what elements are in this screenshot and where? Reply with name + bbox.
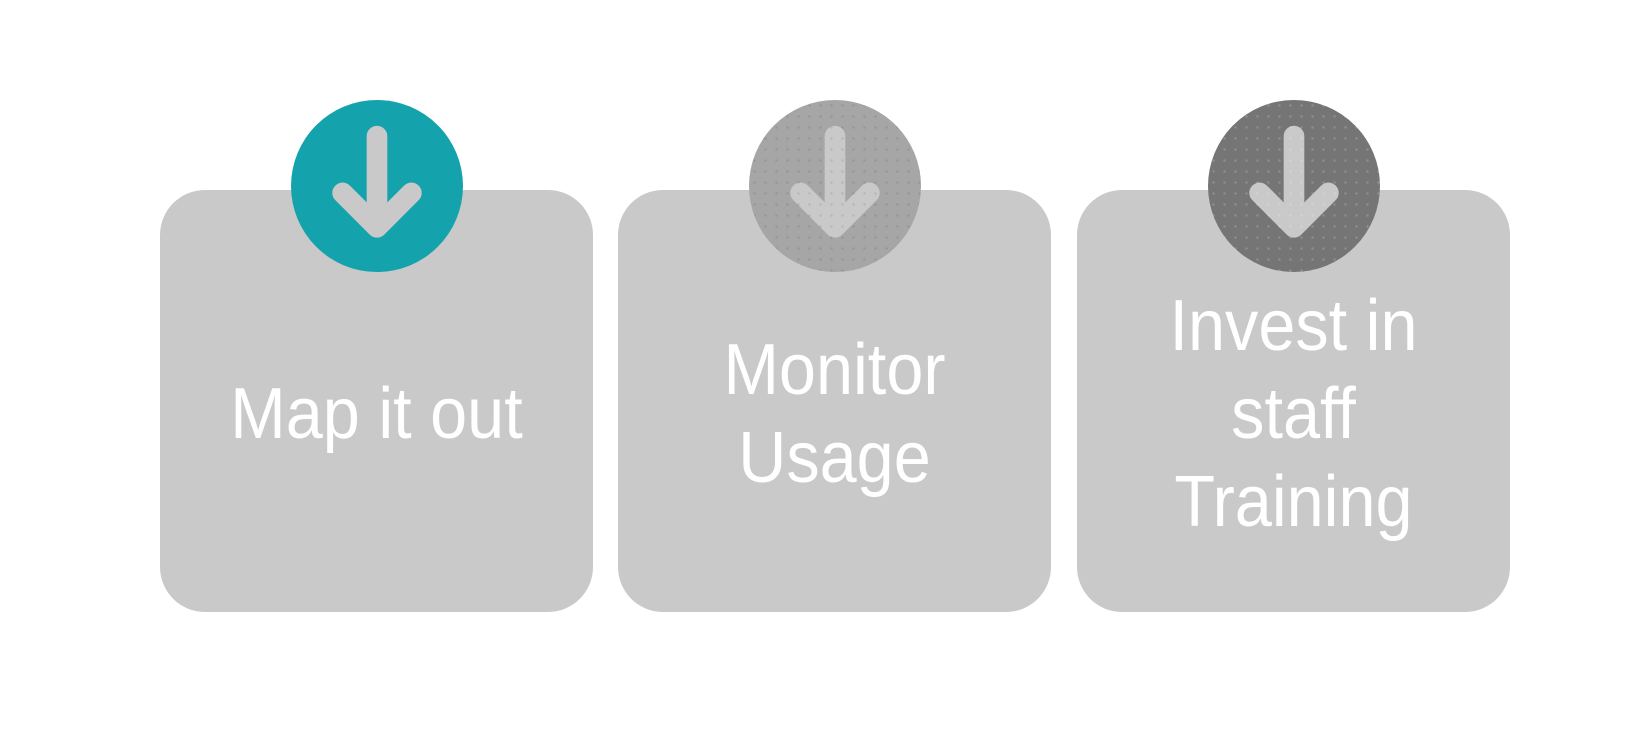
step-card-invest-in-staff-training: Invest in staff Training: [1077, 100, 1510, 612]
step-card-map-it-out: Map it out: [160, 100, 593, 612]
step-card-monitor-usage: Monitor Usage: [618, 100, 1051, 612]
down-arrow-icon: [748, 100, 921, 272]
step-label: Monitor Usage: [723, 330, 946, 498]
down-arrow-glyph: [789, 125, 880, 238]
step-label: Map it out: [230, 374, 523, 455]
down-arrow-badge: [290, 100, 463, 272]
down-arrow-icon: [1207, 100, 1380, 272]
down-arrow-glyph: [1248, 125, 1339, 238]
down-arrow-icon: [290, 100, 463, 272]
step-label: Invest in staff Training: [1169, 286, 1418, 542]
down-arrow-glyph: [331, 125, 422, 238]
